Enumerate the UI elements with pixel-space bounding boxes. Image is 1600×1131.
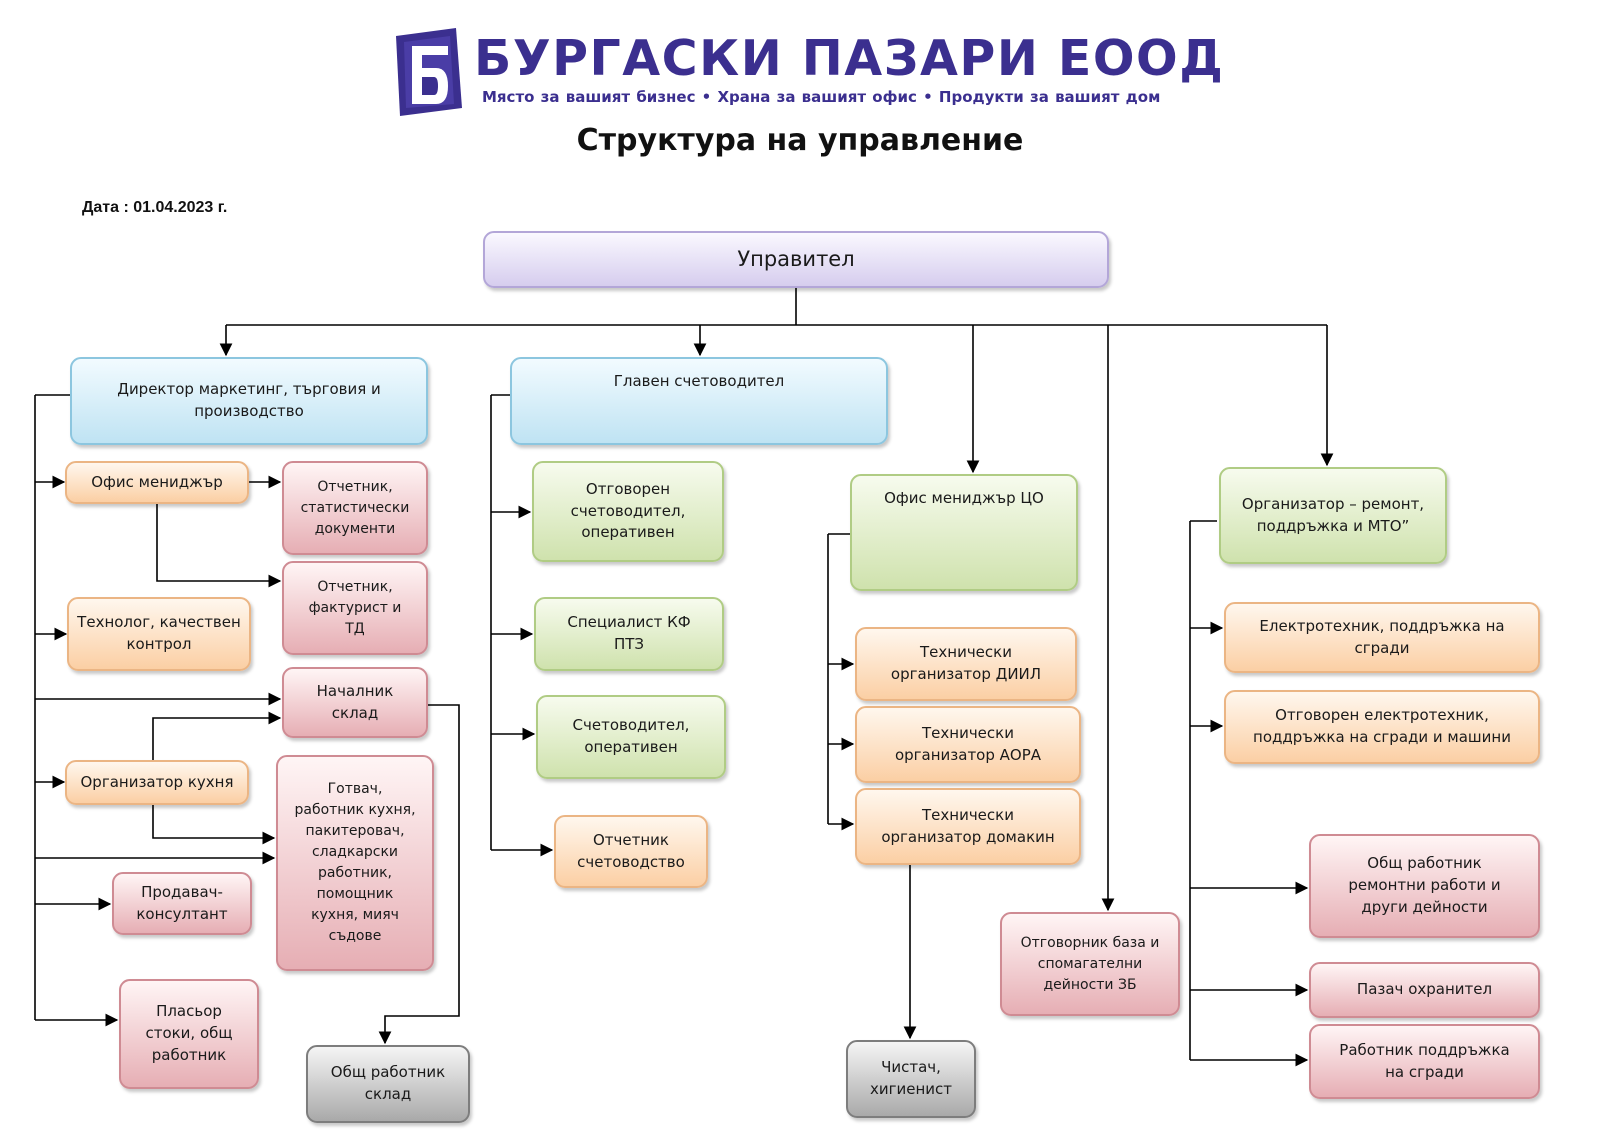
node-base-responsible: Отговорник база и спомагателни дейности … <box>1000 912 1180 1016</box>
node-tech-organizer-aora: Технически организатор АОРА <box>855 706 1081 783</box>
company-name: БУРГАСКИ ПАЗАРИ ЕООД <box>474 30 1225 87</box>
company-logo: БУРГАСКИ ПАЗАРИ ЕООД Място за вашият биз… <box>392 28 1223 118</box>
node-security-guard: Пазач охранител <box>1309 962 1540 1018</box>
node-director-marketing: Директор маркетинг, търговия и производс… <box>70 357 428 445</box>
node-warehouse-worker: Общ работник склад <box>306 1045 470 1123</box>
node-general-worker-repairs: Общ работник ремонтни работи и други дей… <box>1309 834 1540 938</box>
node-responsible-electrician: Отговорен електротехник, поддръжка на сг… <box>1224 690 1540 764</box>
node-kitchen-staff: Готвач, работник кухня, пакитеровач, сла… <box>276 755 434 971</box>
node-responsible-accountant: Отговорен счетоводител, оперативен <box>532 461 724 562</box>
node-manager: Управител <box>483 231 1109 288</box>
document-date: Дата : 01.04.2023 г. <box>82 199 228 216</box>
node-tech-organizer-domakin: Технически организатор домакин <box>855 788 1081 865</box>
node-organizer-repair: Организатор – ремонт, поддръжка и МТО” <box>1219 467 1447 564</box>
logo-mark-icon <box>396 28 462 116</box>
node-cleaner: Чистач, хигиенист <box>846 1040 976 1118</box>
node-technologist: Технолог, качествен контрол <box>67 597 251 671</box>
node-accountant-operative: Счетоводител, оперативен <box>536 695 726 779</box>
node-clerk-statistics: Отчетник, статистически документи <box>282 461 428 555</box>
page-title: Структура на управление <box>576 123 1024 158</box>
node-warehouse-head: Началник склад <box>282 667 428 738</box>
node-clerk-invoicing: Отчетник, фактурист и ТД <box>282 561 428 655</box>
company-tagline: Място за вашият бизнес • Храна за вашият… <box>482 88 1161 106</box>
node-tech-organizer-diil: Технически организатор ДИИЛ <box>855 627 1077 701</box>
node-merchandiser: Пласьор стоки, общ работник <box>119 979 259 1089</box>
node-office-manager-co: Офис мениджър ЦО <box>850 474 1078 591</box>
node-accounting-clerk: Отчетник счетоводство <box>554 815 708 888</box>
node-chief-accountant: Главен счетоводител <box>510 357 888 445</box>
node-building-maintenance-worker: Работник поддръжка на сгради <box>1309 1024 1540 1099</box>
node-electrician: Електротехник, поддръжка на сгради <box>1224 602 1540 673</box>
node-office-manager: Офис мениджър <box>65 461 249 504</box>
node-sales-consultant: Продавач-консултант <box>112 872 252 935</box>
node-kitchen-organizer: Организатор кухня <box>65 760 249 805</box>
node-specialist-kf: Специалист КФ ПТЗ <box>534 597 724 671</box>
